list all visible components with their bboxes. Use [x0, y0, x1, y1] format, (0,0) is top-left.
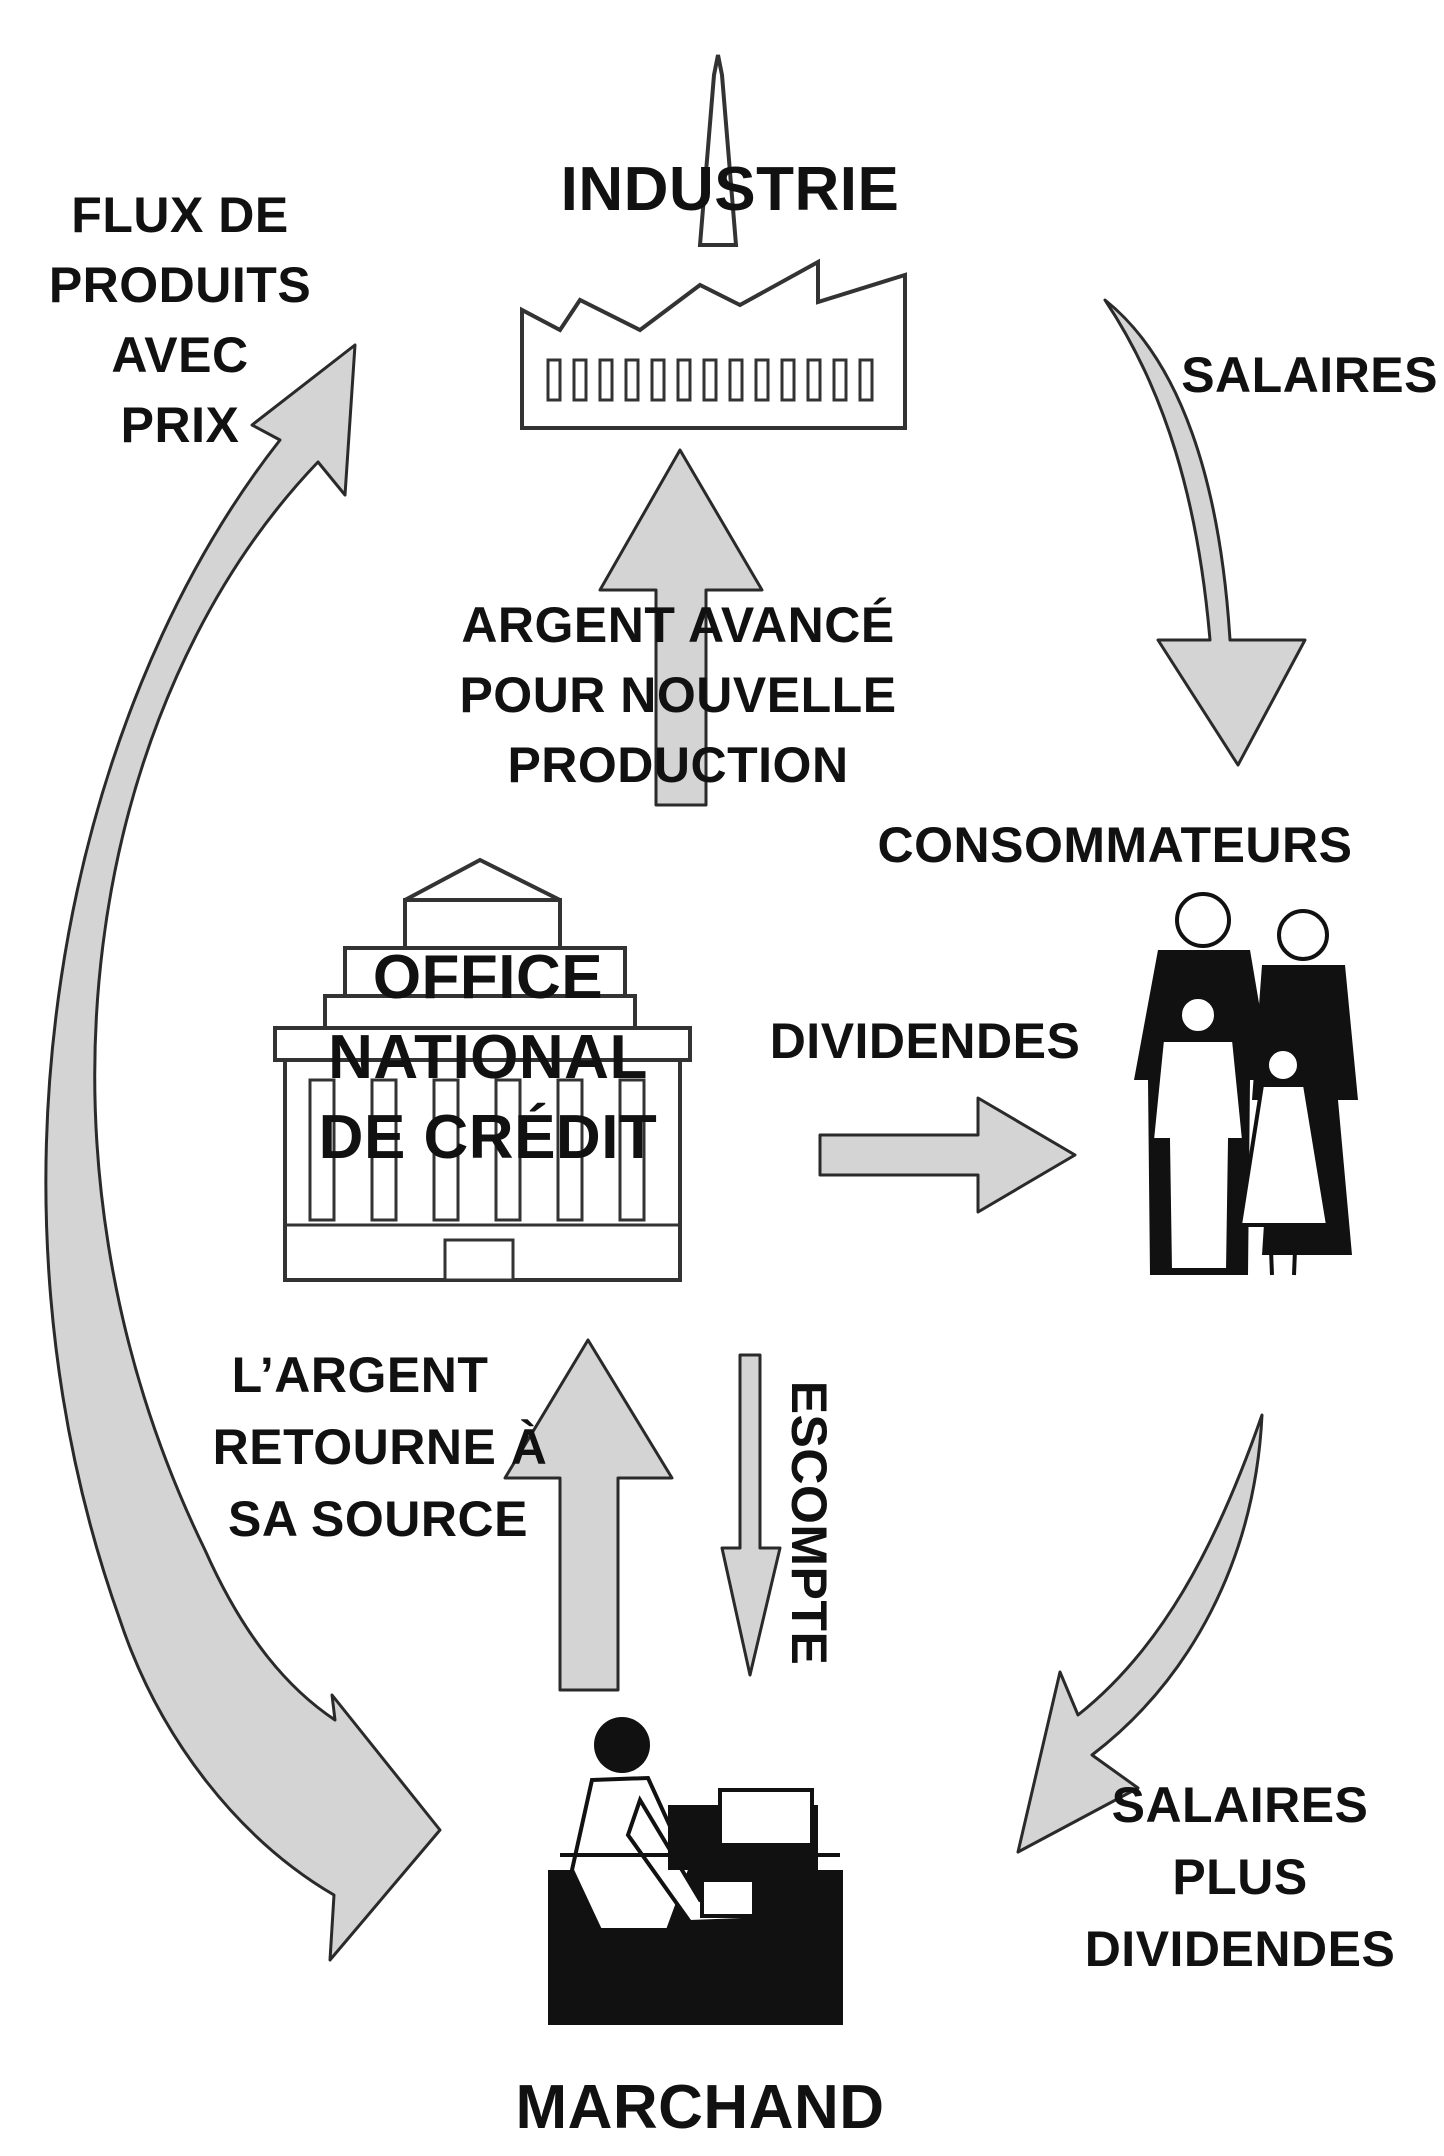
credit-office-building-icon [273, 857, 692, 1282]
credit-office-label-line-3: DE CRÉDIT [319, 1103, 658, 1172]
consumers-label: CONSOMMATEURS [877, 817, 1352, 873]
credit-office-label: OFFICE NATIONAL DE CRÉDIT [319, 943, 658, 1172]
products-flow-arrow [44, 343, 442, 1962]
factory-icon [520, 54, 907, 430]
dividends-label: DIVIDENDES [770, 1013, 1081, 1069]
money-returns-label-line-2: RETOURNE À [213, 1419, 548, 1475]
advanced-money-label-line-2: POUR NOUVELLE [459, 667, 896, 723]
merchant-icon [548, 1717, 843, 2025]
advanced-money-label-line-3: PRODUCTION [507, 737, 848, 793]
discount-arrow [720, 1353, 782, 1677]
products-flow-label-line-3: AVEC [111, 327, 248, 383]
discount-label: ESCOMPTE [781, 1381, 837, 1666]
credit-office-label-line-1: OFFICE [373, 943, 603, 1012]
industry-label: INDUSTRIE [561, 155, 900, 224]
wages-label: SALAIRES [1181, 347, 1438, 403]
wages-plus-dividends-label-line-3: DIVIDENDES [1085, 1921, 1396, 1977]
wages-plus-dividends-arrow [1016, 1413, 1264, 1854]
credit-office-label-line-2: NATIONAL [328, 1023, 648, 1092]
products-flow-label-line-2: PRODUITS [49, 257, 311, 313]
merchant-label: MARCHAND [515, 2073, 884, 2142]
money-returns-label-line-3: SA SOURCE [228, 1491, 528, 1547]
money-returns-arrow [503, 1338, 674, 1692]
advanced-money-label: ARGENT AVANCÉ POUR NOUVELLE PRODUCTION [459, 597, 896, 793]
advanced-money-arrow [598, 448, 764, 807]
wages-plus-dividends-label-line-2: PLUS [1172, 1849, 1307, 1905]
wages-arrow [1103, 298, 1307, 767]
building-columns [308, 1078, 646, 1222]
money-returns-label: L’ARGENT RETOURNE À SA SOURCE [213, 1347, 548, 1547]
products-flow-label-line-1: FLUX DE [71, 187, 288, 243]
money-returns-label-line-1: L’ARGENT [232, 1347, 489, 1403]
family-icon [1134, 892, 1358, 1276]
factory-windows [546, 358, 874, 402]
dividends-arrow [818, 1096, 1077, 1214]
products-flow-label: FLUX DE PRODUITS AVEC PRIX [49, 187, 311, 453]
advanced-money-label-line-1: ARGENT AVANCÉ [461, 597, 894, 653]
wages-plus-dividends-label: SALAIRES PLUS DIVIDENDES [1085, 1777, 1396, 1977]
wages-plus-dividends-label-line-1: SALAIRES [1112, 1777, 1369, 1833]
products-flow-label-line-4: PRIX [121, 397, 240, 453]
